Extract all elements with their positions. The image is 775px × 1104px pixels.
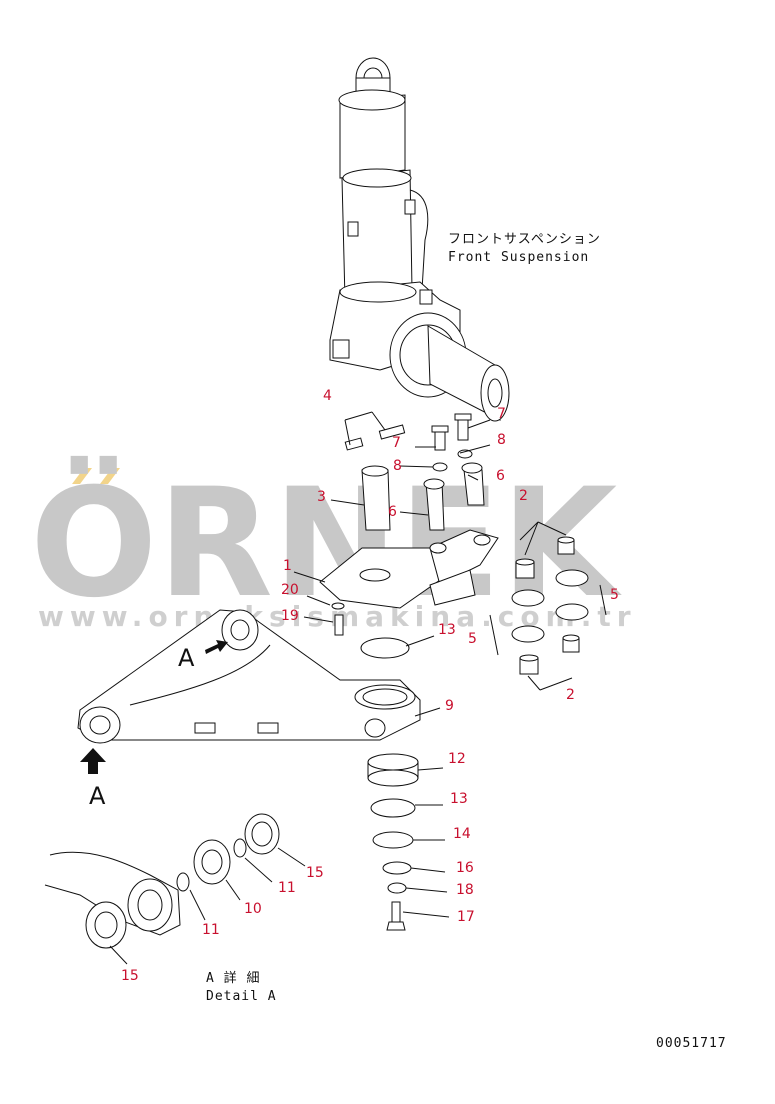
callout-13b: 13 bbox=[450, 791, 468, 807]
callout-14: 14 bbox=[453, 826, 471, 842]
callout-1: 1 bbox=[283, 558, 292, 574]
callout-2a: 2 bbox=[519, 488, 528, 504]
callout-15b: 15 bbox=[121, 968, 139, 984]
callout-13a: 13 bbox=[438, 622, 456, 638]
callout-numbers: 4 7 7 8 8 6 6 3 2 1 20 19 5 5 2 13 9 12 … bbox=[121, 388, 619, 984]
callout-20: 20 bbox=[281, 582, 299, 598]
callout-18: 18 bbox=[456, 882, 474, 898]
watermark: ÖRNEK www.orneksismakina.com.tr bbox=[30, 455, 631, 633]
leader-lines bbox=[109, 419, 491, 965]
callout-9: 9 bbox=[445, 698, 454, 714]
bushings bbox=[489, 521, 607, 691]
view-mark-a-bottom: A bbox=[89, 782, 106, 810]
callout-8b: 8 bbox=[497, 432, 506, 448]
callout-6b: 6 bbox=[388, 504, 397, 520]
callout-7a: 7 bbox=[392, 435, 401, 451]
callout-12: 12 bbox=[448, 751, 466, 767]
callout-6a: 6 bbox=[496, 468, 505, 484]
title-japanese: フロントサスペンション bbox=[448, 232, 601, 247]
callout-2b: 2 bbox=[566, 687, 575, 703]
bracket-plate bbox=[319, 529, 499, 636]
callout-11b: 11 bbox=[202, 922, 220, 938]
callout-4: 4 bbox=[323, 388, 332, 404]
detail-a bbox=[44, 813, 280, 949]
callout-10: 10 bbox=[244, 901, 262, 917]
callout-19: 19 bbox=[281, 608, 299, 624]
suspension-cylinder bbox=[329, 57, 510, 422]
detail-title-japanese: A 詳 細 bbox=[206, 970, 260, 986]
upper-pins bbox=[344, 411, 485, 531]
document-number: 00051717 bbox=[656, 1036, 727, 1051]
detail-title-english: Detail A bbox=[206, 989, 277, 1004]
callout-8a: 8 bbox=[393, 458, 402, 474]
lower-stack bbox=[360, 637, 419, 931]
callout-7b: 7 bbox=[497, 406, 506, 422]
title-english: Front Suspension bbox=[448, 250, 589, 265]
callout-5a: 5 bbox=[610, 587, 619, 603]
a-frame-arm bbox=[77, 609, 421, 744]
callout-3: 3 bbox=[317, 489, 326, 505]
callout-16: 16 bbox=[456, 860, 474, 876]
callout-5b: 5 bbox=[468, 631, 477, 647]
callout-17: 17 bbox=[457, 909, 475, 925]
view-arrows bbox=[80, 640, 228, 774]
view-mark-a-top: A bbox=[178, 644, 195, 672]
callout-15a: 15 bbox=[306, 865, 324, 881]
callout-11a: 11 bbox=[278, 880, 296, 896]
